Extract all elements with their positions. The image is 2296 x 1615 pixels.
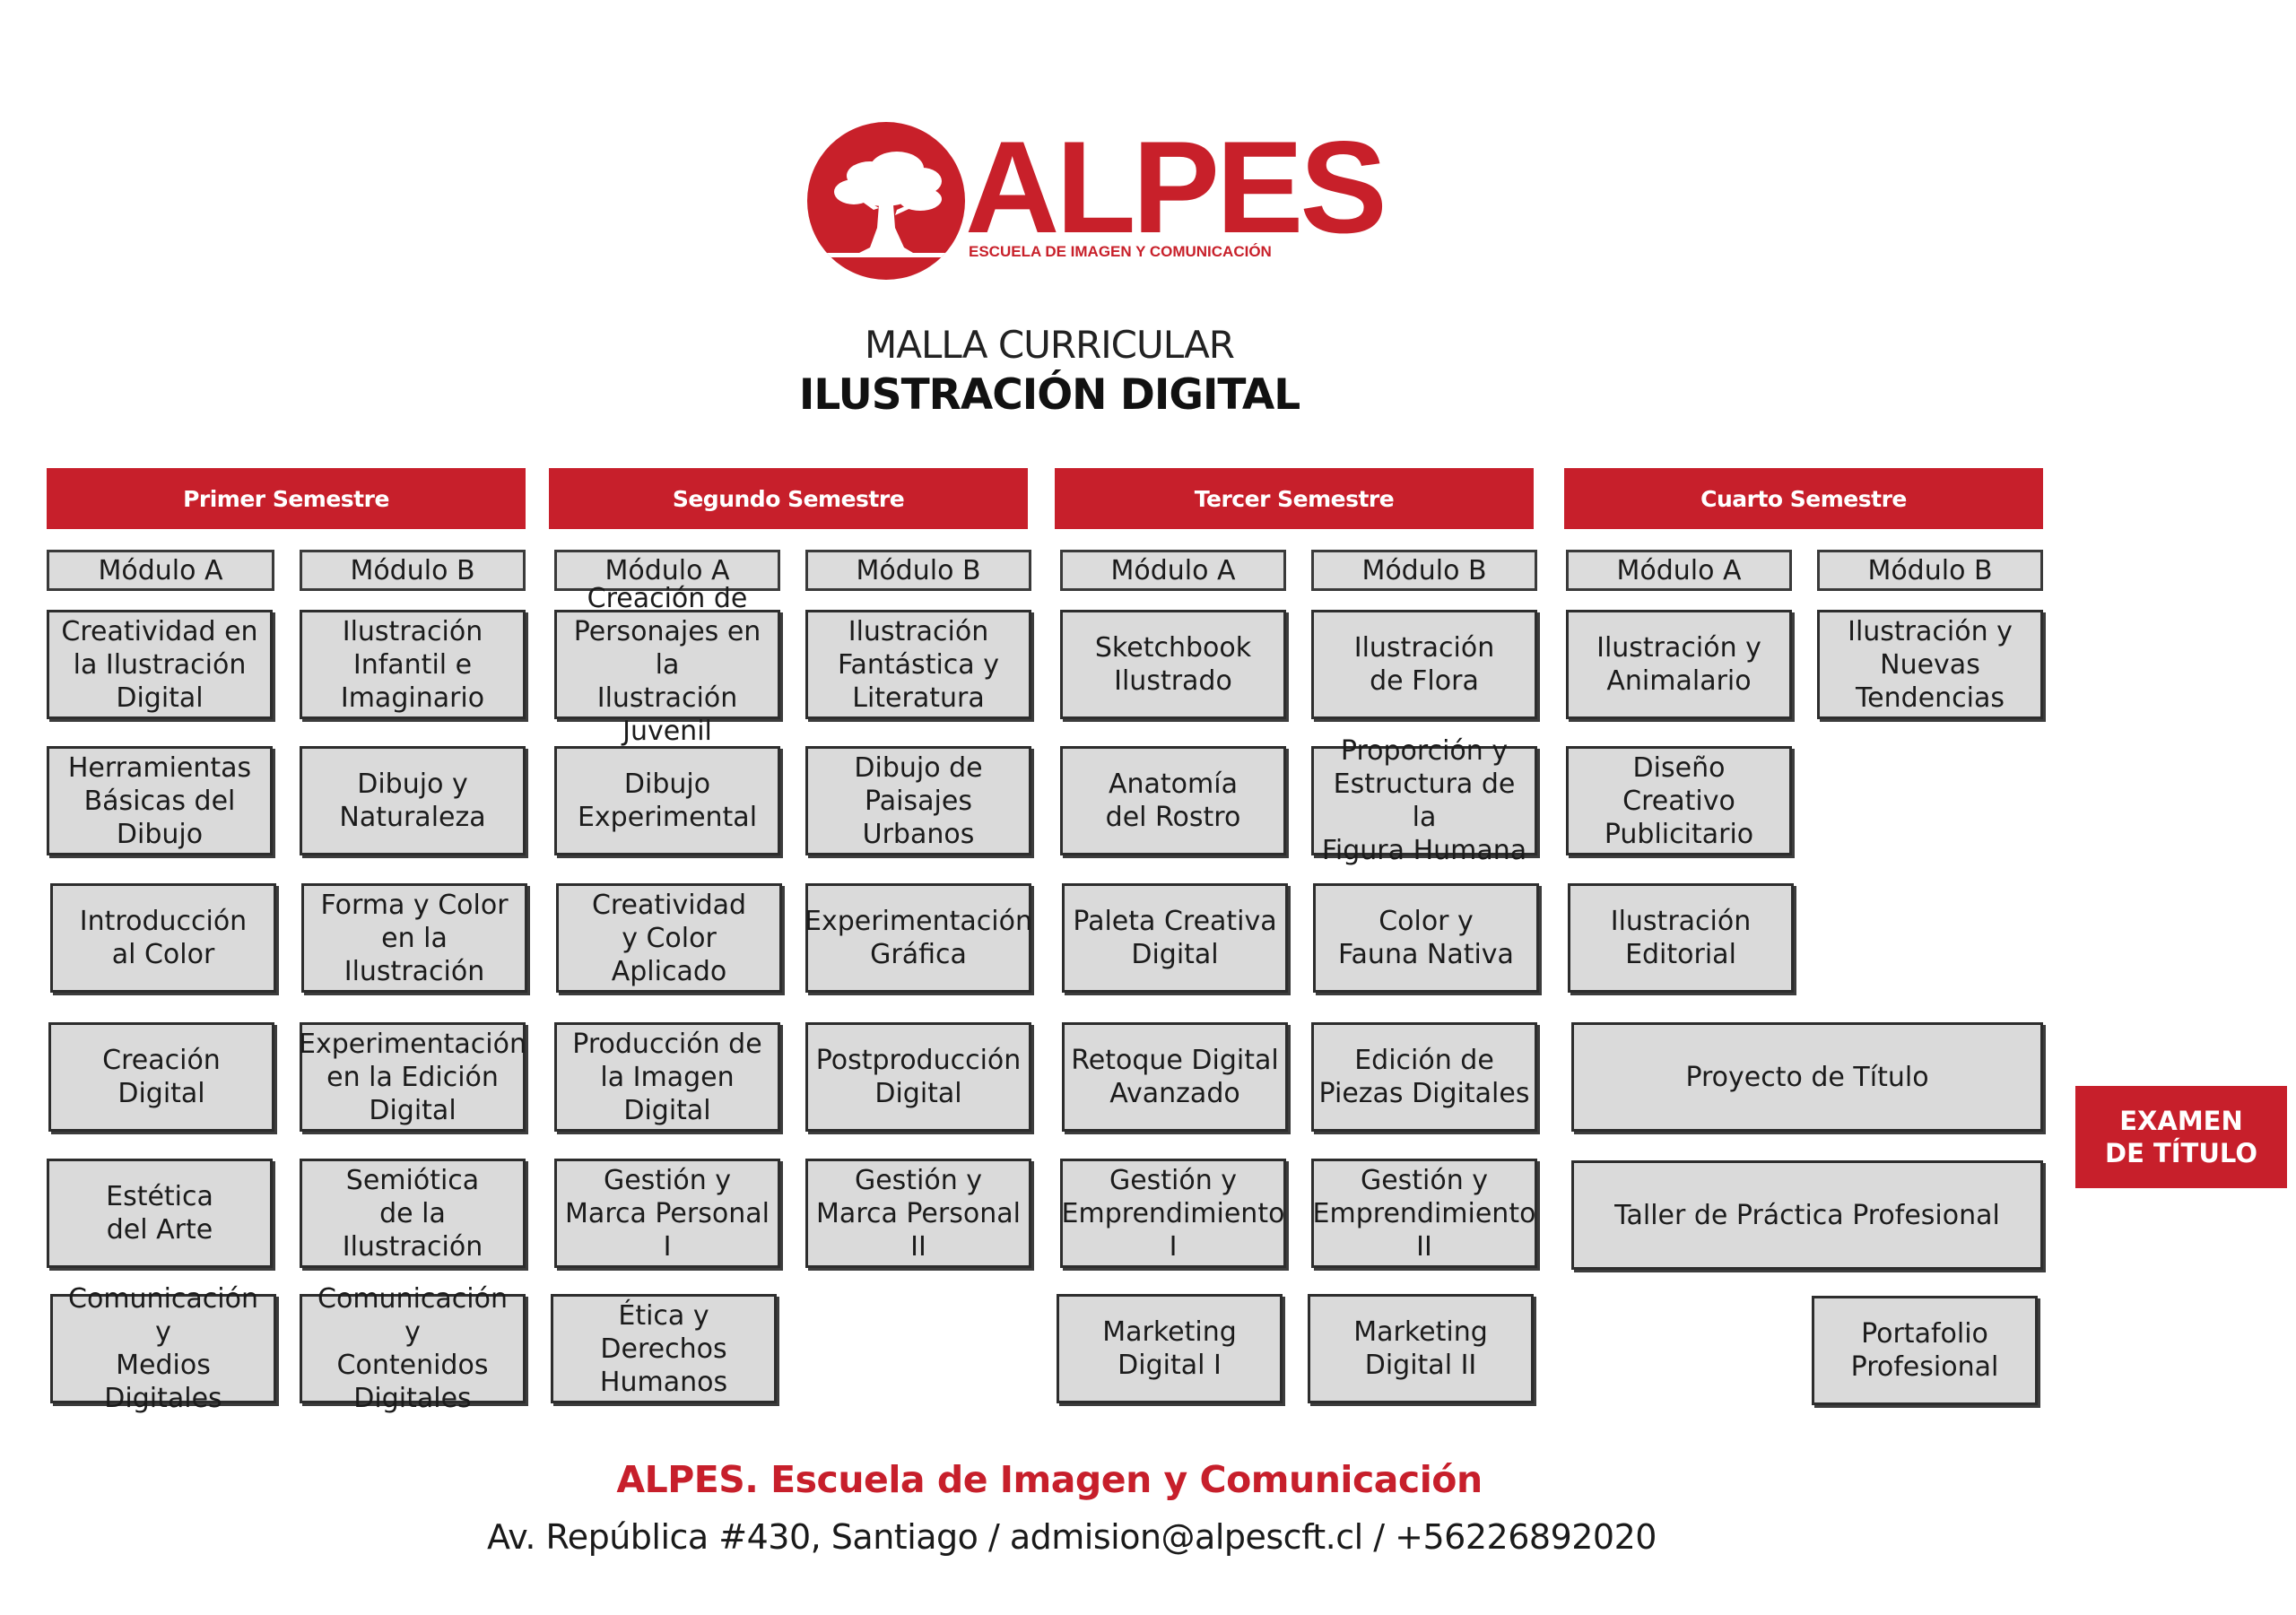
course-box: Semiótica de la Ilustración [300, 1159, 526, 1268]
page-title: ILUSTRACIÓN DIGITAL [798, 370, 1300, 420]
course-box: Ilustración Fantástica y Literatura [805, 610, 1031, 719]
course-box: Creación de Personajes en la Ilustración… [554, 583, 780, 747]
module-label-s4-b: Módulo B [1817, 550, 2043, 591]
module-label-s3-b: Módulo B [1311, 550, 1537, 591]
course-box-wide: Taller de Práctica Profesional [1571, 1160, 2043, 1270]
logo-tagline: ESCUELA DE IMAGEN Y COMUNICACIÓN [969, 243, 1272, 260]
tree-icon [825, 152, 947, 257]
course-box: Ilustración Editorial [1568, 883, 1794, 993]
course-box: Introducción al Color [50, 883, 276, 993]
semester-header-4: Cuarto Semestre [1564, 468, 2043, 529]
logo-wordmark: ALPES [965, 114, 1387, 260]
course-box: Herramientas Básicas del Dibujo [47, 746, 273, 855]
course-box: Experimentación Gráfica [804, 883, 1032, 993]
course-box: Dibujo y Naturaleza [300, 746, 526, 855]
module-label-s3-a: Módulo A [1060, 550, 1286, 591]
module-label-s4-a: Módulo A [1566, 550, 1792, 591]
course-box: Marketing Digital II [1308, 1294, 1534, 1403]
course-box: Gestión y Emprendimiento II [1311, 1159, 1537, 1268]
exam-badge: EXAMEN DE TÍTULO [2075, 1086, 2287, 1188]
course-box: Dibujo de Paisajes Urbanos [805, 746, 1031, 855]
course-box: Paleta Creativa Digital [1062, 883, 1288, 993]
course-box: Estética del Arte [47, 1159, 273, 1268]
course-box: Portafolio Profesional [1812, 1296, 2038, 1405]
course-box: Ilustración de Flora [1311, 610, 1537, 719]
course-box: Ética y Derechos Humanos [551, 1294, 777, 1403]
course-box: Ilustración y Nuevas Tendencias [1817, 610, 2043, 719]
course-box: Creación Digital [48, 1022, 274, 1132]
footer-contact: Av. República #430, Santiago / admision@… [487, 1517, 1657, 1557]
course-box: Producción de la Imagen Digital [554, 1022, 780, 1132]
module-label-s1-a: Módulo A [47, 550, 274, 591]
course-box: Creatividad en la Ilustración Digital [47, 610, 273, 719]
course-box: Diseño Creativo Publicitario [1566, 746, 1792, 855]
course-box: Ilustración Infantil e Imaginario [300, 610, 526, 719]
course-box-wide: Proyecto de Título [1571, 1022, 2043, 1132]
module-label-s1-b: Módulo B [300, 550, 526, 591]
page-subtitle: MALLA CURRICULAR [865, 323, 1235, 367]
logo-emblem [807, 122, 965, 280]
course-box: Gestión y Marca Personal II [805, 1159, 1031, 1268]
course-box: Marketing Digital I [1057, 1294, 1283, 1403]
course-box: Ilustración y Animalario [1566, 610, 1792, 719]
course-box: Sketchbook Ilustrado [1060, 610, 1286, 719]
module-label-s2-a: Módulo A [554, 550, 780, 591]
semester-header-3: Tercer Semestre [1055, 468, 1534, 529]
course-box: Proporción y Estructura de la Figura Hum… [1311, 735, 1537, 866]
semester-header-1: Primer Semestre [47, 468, 526, 529]
course-box: Retoque Digital Avanzado [1062, 1022, 1288, 1132]
course-box: Comunicación y Medios Digitales [50, 1283, 276, 1414]
course-box: Anatomía del Rostro [1060, 746, 1286, 855]
course-box: Edición de Piezas Digitales [1311, 1022, 1537, 1132]
course-box: Comunicación y Contenidos Digitales [300, 1283, 526, 1414]
course-box: Color y Fauna Nativa [1313, 883, 1539, 993]
module-label-s2-b: Módulo B [805, 550, 1031, 591]
footer-institution: ALPES. Escuela de Imagen y Comunicación [616, 1458, 1483, 1501]
course-box: Forma y Color en la Ilustración [301, 883, 527, 993]
course-box: Experimentación en la Edición Digital [299, 1022, 526, 1132]
course-box: Postproducción Digital [805, 1022, 1031, 1132]
course-box: Dibujo Experimental [554, 746, 780, 855]
course-box: Gestión y Marca Personal I [554, 1159, 780, 1268]
course-box: Creatividad y Color Aplicado [556, 883, 782, 993]
semester-header-2: Segundo Semestre [549, 468, 1028, 529]
course-box: Gestión y Emprendimiento I [1060, 1159, 1286, 1268]
